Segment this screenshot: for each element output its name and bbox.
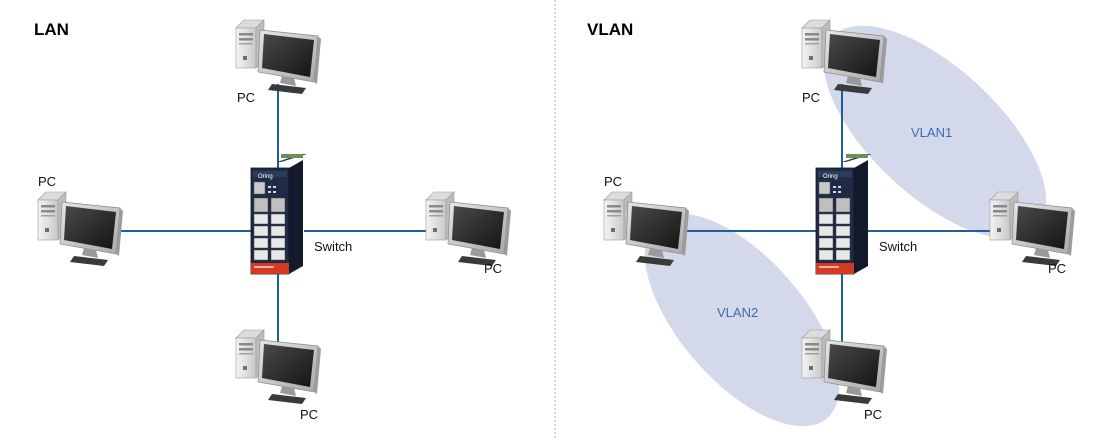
lan-panel	[38, 20, 511, 404]
lan-pc-top-label: PC	[237, 90, 255, 105]
vlan-panel	[604, 0, 1081, 440]
vlan2-label: VLAN2	[717, 305, 758, 320]
lan-pc-right-label: PC	[484, 261, 502, 276]
lan-panel-title: LAN	[34, 20, 69, 40]
lan-pc-right-icon	[426, 192, 511, 266]
lan-pc-left-label: PC	[38, 174, 56, 189]
lan-pc-left-icon	[38, 192, 123, 266]
vlan-pc-top-label: PC	[802, 90, 820, 105]
vlan-pc-right-label: PC	[1048, 261, 1066, 276]
vlan-switch-label: Switch	[879, 239, 917, 254]
lan-pc-bottom-label: PC	[300, 407, 318, 422]
vlan-pc-left-label: PC	[604, 174, 622, 189]
vlan1-label: VLAN1	[911, 125, 952, 140]
vlan-pc-bottom-label: PC	[864, 407, 882, 422]
lan-switch-brand: Oring	[258, 174, 273, 180]
vlan-switch-icon	[816, 154, 872, 274]
vlan-panel-title: VLAN	[587, 20, 633, 40]
lan-switch-label: Switch	[314, 239, 352, 254]
lan-pc-top-icon	[236, 20, 321, 94]
lan-switch-icon	[251, 154, 307, 274]
vlan-switch-brand: Oring	[823, 174, 838, 180]
